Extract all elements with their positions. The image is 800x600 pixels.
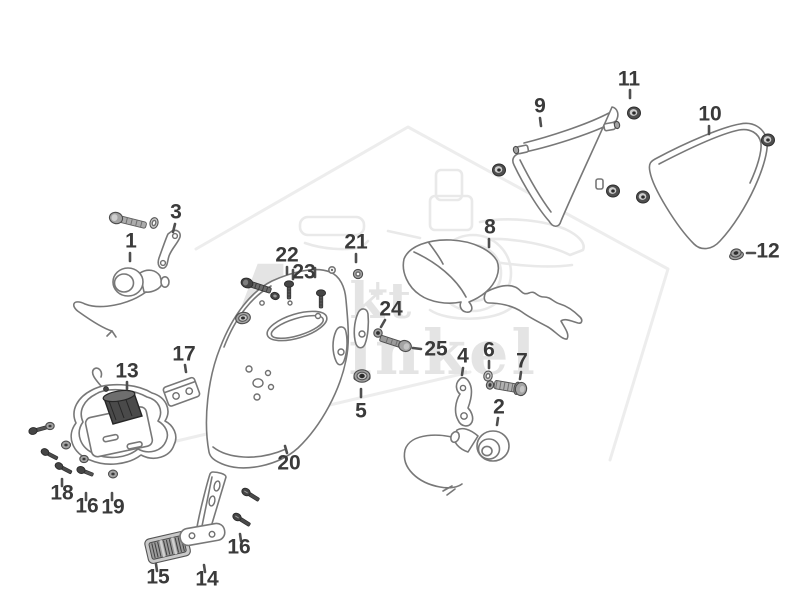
part-label-21: 21 — [344, 231, 368, 254]
part-25-bolt — [379, 335, 412, 353]
leader-line-14 — [202, 563, 207, 574]
part-6-washers — [483, 370, 495, 390]
part-5-flange-nut — [353, 369, 371, 383]
part-label-4: 4 — [457, 345, 469, 368]
leader-line-4 — [460, 366, 465, 377]
leader-line-2 — [495, 416, 500, 427]
leader-line-24 — [379, 318, 387, 329]
part-14-stay — [179, 471, 227, 547]
part-label-1: 1 — [125, 230, 137, 253]
nut — [45, 421, 55, 431]
part-22-bolt — [240, 277, 272, 294]
screw — [76, 466, 94, 477]
part-4-bracket — [454, 376, 474, 427]
fastener-cluster — [28, 421, 119, 479]
part-label-16: 16 — [75, 495, 98, 518]
part-label-17: 17 — [172, 343, 195, 366]
part-label-18: 18 — [50, 482, 74, 505]
part-12-nut — [729, 248, 744, 261]
parts-layer — [28, 106, 775, 564]
part-label-19: 19 — [101, 496, 124, 519]
leader-line-16 — [238, 532, 243, 543]
fender-tab — [353, 308, 370, 349]
nut — [107, 469, 119, 479]
part-label-16: 16 — [227, 536, 250, 559]
rubber-grommet-11 — [627, 106, 641, 120]
part-label-20: 20 — [277, 452, 300, 475]
rubber-grommet — [492, 163, 506, 177]
part-label-3: 3 — [170, 201, 182, 224]
part-label-8: 8 — [484, 216, 496, 239]
leader-line-7 — [518, 370, 523, 381]
fender-tab — [332, 326, 348, 366]
rubber-grommet — [761, 133, 775, 147]
part-7-bolt — [493, 380, 528, 397]
part-label-22: 22 — [275, 244, 298, 267]
flange-nut-near-fender — [235, 311, 251, 325]
part-8-fender-front-section — [402, 239, 583, 340]
part-17-bracket — [162, 376, 201, 407]
part-label-25: 25 — [424, 338, 448, 361]
watermark-plus-sign: + — [366, 274, 389, 307]
leader-line-15 — [154, 562, 159, 573]
leader-line-17 — [183, 363, 188, 374]
part-2-indicator — [403, 427, 510, 496]
leader-line-25 — [411, 346, 423, 351]
part-label-24: 24 — [379, 298, 403, 321]
part-23-screw-right — [315, 289, 327, 309]
part-10-side-cover-right — [648, 122, 768, 250]
part-label-23: 23 — [292, 261, 315, 284]
part-label-5: 5 — [355, 400, 367, 423]
tail-light-lens — [102, 389, 143, 425]
part-21-washer — [352, 268, 364, 280]
part-9-side-cover-left — [512, 106, 621, 228]
part-1-bolt — [108, 211, 147, 229]
part-label-10: 10 — [698, 103, 721, 126]
part-label-2: 2 — [493, 396, 505, 419]
leader-line-3 — [171, 222, 177, 234]
part-1-indicator — [72, 267, 170, 338]
part-16-screw — [241, 487, 260, 502]
part-label-14: 14 — [195, 568, 219, 591]
part-label-7: 7 — [516, 350, 528, 373]
part-label-12: 12 — [756, 240, 779, 263]
part-13-tail-light — [70, 367, 177, 465]
part-23-screw-left — [283, 280, 295, 300]
part-label-9: 9 — [534, 95, 546, 118]
part-15-reflector — [144, 530, 191, 564]
part-24-washer — [373, 328, 383, 338]
leader-line-20 — [283, 444, 289, 455]
leader-line-9 — [538, 116, 543, 128]
nut — [79, 454, 89, 464]
washer-near-part-1 — [149, 217, 159, 229]
part-16-screw — [232, 512, 251, 527]
rubber-grommet — [636, 190, 650, 204]
screw — [28, 425, 48, 435]
tail-light-slot — [266, 310, 328, 342]
part-label-15: 15 — [146, 566, 170, 589]
part-label-13: 13 — [115, 360, 138, 383]
part-label-11: 11 — [618, 68, 641, 91]
screw — [54, 462, 73, 475]
screw — [40, 448, 59, 461]
rubber-grommet — [606, 184, 620, 198]
part-label-6: 6 — [483, 339, 495, 362]
nut-below-22 — [270, 291, 280, 301]
small-washer — [327, 265, 337, 275]
nut — [60, 440, 72, 450]
part-3-bracket — [157, 229, 181, 269]
